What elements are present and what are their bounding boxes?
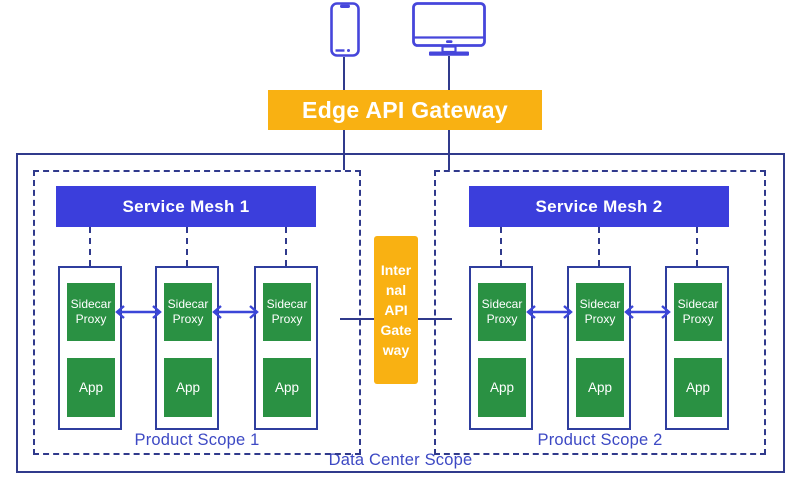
mesh1-pod2-connector [186,227,188,266]
service-mesh-2-label: Service Mesh 2 [535,196,663,216]
internal-api-gateway-line: Inter [380,262,412,278]
desktop-monitor-icon [412,2,486,56]
edge-api-gateway: Edge API Gateway [268,90,542,130]
service-mesh-1-label: Service Mesh 1 [122,196,250,216]
sidecar-proxy-box: Sidecar Proxy [164,283,212,341]
mobile-to-edge-gateway-line [343,57,345,90]
mesh2-pod-1: Sidecar Proxy App [469,266,533,430]
app-box: App [674,358,722,417]
sidecar-proxy-box: Sidecar Proxy [478,283,526,341]
mesh1-pod-2: Sidecar Proxy App [155,266,219,430]
sidecar-proxy-box: Sidecar Proxy [674,283,722,341]
app-box: App [478,358,526,417]
mesh2-pod2-connector [598,227,600,266]
mesh1-proxy-arrow-2 [212,305,259,319]
product-scope-1-box: Product Scope 1 [33,170,361,455]
mesh1-pod1-connector [89,227,91,266]
mesh1-pod-3: Sidecar Proxy App [254,266,318,430]
app-box: App [164,358,212,417]
service-mesh-1-banner: Service Mesh 1 [56,186,316,227]
edge-gateway-to-scope1-line [343,130,345,170]
internal-api-gateway: Inter nal API Gate way [374,236,418,384]
product-scope-2-label: Product Scope 2 [537,431,663,449]
product-scope-1-label: Product Scope 1 [134,431,260,449]
internal-api-gateway-line: Gate [380,322,412,338]
product-scope-2-box: Product Scope 2 [434,170,766,455]
mesh2-pod3-connector [696,227,698,266]
app-box: App [263,358,311,417]
data-center-scope-box: Data Center Scope [16,153,785,473]
mesh2-proxy-arrow-1 [526,305,573,319]
mesh1-pod3-connector [285,227,287,266]
smartphone-icon [330,2,360,57]
desktop-to-edge-gateway-line [448,56,450,90]
app-box: App [576,358,624,417]
mesh1-pod-1: Sidecar Proxy App [58,266,122,430]
service-mesh-2-banner: Service Mesh 2 [469,186,729,227]
mesh1-proxy-arrow-1 [115,305,162,319]
data-center-scope-label: Data Center Scope [328,451,473,469]
sidecar-proxy-box: Sidecar Proxy [263,283,311,341]
internal-api-gateway-line: way [382,342,410,358]
app-box: App [67,358,115,417]
internal-api-gateway-line: API [384,302,408,318]
mesh2-proxy-arrow-2 [624,305,671,319]
mesh2-pod-3: Sidecar Proxy App [665,266,729,430]
sidecar-proxy-box: Sidecar Proxy [576,283,624,341]
mesh2-pod1-connector [500,227,502,266]
mesh2-pod-2: Sidecar Proxy App [567,266,631,430]
sidecar-proxy-box: Sidecar Proxy [67,283,115,341]
internal-api-gateway-line: nal [385,282,407,298]
edge-gateway-to-scope2-line [448,130,450,170]
edge-api-gateway-label: Edge API Gateway [302,96,508,123]
